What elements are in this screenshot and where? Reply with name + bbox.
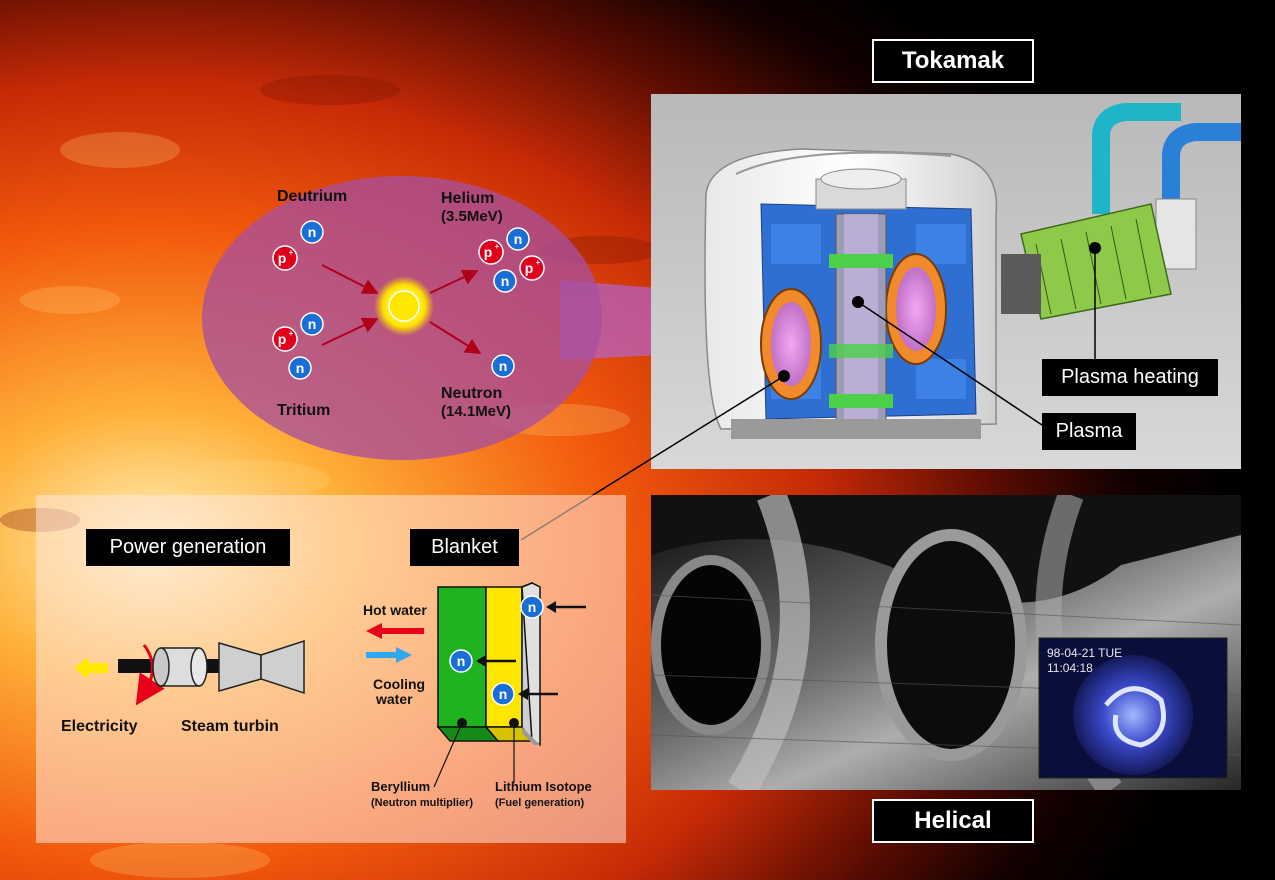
blanket-neutron-1: [520, 595, 544, 619]
svg-text:n: n: [501, 273, 510, 289]
deutrium-label: Deutrium: [277, 188, 347, 205]
svg-text:n: n: [296, 360, 305, 376]
svg-text:p: p: [278, 250, 287, 266]
power-panel: Electricity Steam turbin Hot water Cooli…: [36, 495, 626, 843]
blanket-neutron-3: [491, 682, 515, 706]
cooling-water-arrow: [366, 647, 412, 663]
helical-timestamp-time: 11:04:18: [1047, 661, 1093, 675]
svg-text:n: n: [514, 231, 523, 247]
helical-timestamp-date: 98-04-21 TUE: [1047, 646, 1122, 660]
svg-text:+: +: [289, 248, 294, 257]
free-neutron: n: [491, 354, 515, 378]
helical-interior-photo: 98-04-21 TUE 11:04:18: [651, 495, 1241, 790]
svg-text:n: n: [308, 224, 317, 240]
blanket-title: Blanket: [410, 529, 519, 566]
svg-text:n: n: [499, 686, 508, 702]
cooling-label-line1: Cooling: [373, 676, 425, 692]
beryllium-label-line2: (Neutron multiplier): [371, 797, 473, 809]
svg-text:p: p: [278, 331, 287, 347]
svg-text:+: +: [536, 258, 541, 267]
svg-text:n: n: [457, 653, 466, 669]
helium-label-line2: (3.5MeV): [441, 208, 503, 225]
svg-text:p: p: [484, 244, 493, 260]
electricity-label: Electricity: [61, 718, 138, 735]
tokamak-panel: [651, 94, 1241, 469]
fusion-core: [388, 290, 420, 322]
tritium-nucleus: n p + n: [272, 312, 324, 380]
tokamak-title: Tokamak: [872, 39, 1034, 83]
tritium-label: Tritium: [277, 402, 330, 419]
neutron-label-line1: Neutron: [441, 385, 502, 402]
steam-turbine-right: [260, 639, 305, 695]
helium-arrow: [429, 269, 479, 294]
svg-text:p: p: [525, 260, 534, 276]
svg-text:n: n: [499, 358, 508, 374]
lithium-layer: [485, 586, 523, 728]
lithium-label-line2: (Fuel generation): [495, 797, 585, 809]
beryllium-label-line1: Beryllium: [371, 779, 430, 794]
power-generation-title: Power generation: [86, 529, 290, 566]
steam-turbin-label: Steam turbin: [181, 718, 279, 735]
helical-panel: 98-04-21 TUE 11:04:18: [651, 495, 1241, 790]
plasma-heating-label: Plasma heating: [1042, 359, 1218, 396]
neutron-arrow: [429, 321, 482, 355]
steam-turbine-left: [218, 642, 262, 692]
helical-title: Helical: [872, 799, 1034, 843]
svg-text:+: +: [289, 329, 294, 338]
tokamak-illustration: [651, 94, 1241, 469]
tritium-arrow: [321, 317, 379, 346]
neutron-label-line2: (14.1MeV): [441, 403, 511, 420]
cooling-label-line2: water: [375, 691, 413, 707]
electricity-arrow: [74, 657, 108, 679]
deutrium-arrow: [321, 264, 379, 294]
blanket-neutron-2: [449, 649, 473, 673]
hot-water-label: Hot water: [363, 602, 427, 618]
svg-text:n: n: [308, 316, 317, 332]
helium-nucleus: n p + p + n: [478, 227, 545, 293]
plasma-label: Plasma: [1042, 413, 1136, 450]
power-diagram: Electricity Steam turbin Hot water Cooli…: [61, 581, 592, 809]
hot-water-arrow: [366, 623, 424, 639]
lithium-label-line1: Lithium Isotope: [495, 779, 592, 794]
svg-text:+: +: [495, 242, 500, 251]
svg-text:n: n: [528, 599, 537, 615]
helium-label-line1: Helium: [441, 190, 494, 207]
deutrium-nucleus: n p +: [272, 220, 324, 271]
